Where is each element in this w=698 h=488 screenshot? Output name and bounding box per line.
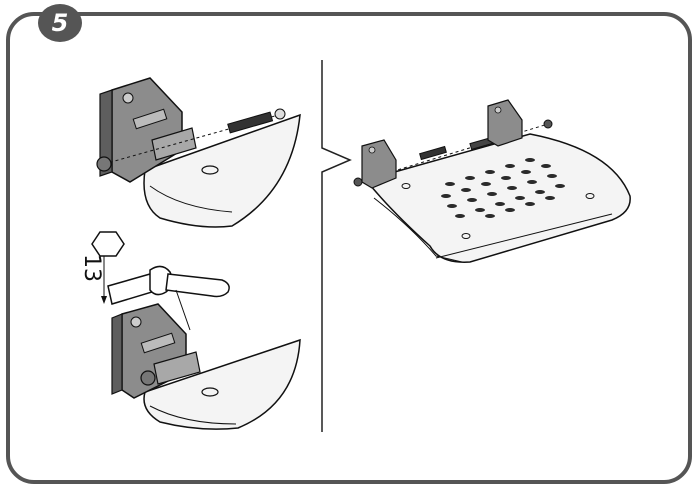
wrench-size-label: 13	[79, 254, 104, 282]
seat-panel	[364, 133, 631, 263]
nut-left	[96, 156, 112, 172]
step-frame	[6, 12, 692, 484]
screw-head	[122, 92, 134, 104]
wrench-handle	[165, 273, 230, 298]
bolt-end-right	[274, 108, 286, 120]
bracket-assembly-top	[96, 77, 301, 228]
bracket-assembly-bottom	[111, 303, 301, 430]
axle-spring-right	[419, 145, 447, 161]
wrench-shaft	[107, 273, 153, 305]
axle-spring	[227, 111, 274, 134]
bracket-right	[487, 99, 523, 147]
wrench-tool	[91, 231, 230, 331]
seat-fragment-top	[143, 113, 301, 228]
seat-assembly-full	[353, 99, 631, 263]
seat-hole	[201, 165, 219, 175]
nut-tightened	[140, 370, 156, 386]
step-number-badge: 5	[38, 4, 82, 42]
drain-holes	[441, 158, 565, 218]
hexagon-icon	[91, 231, 125, 257]
panel-divider	[321, 60, 352, 432]
seat-fragment-bottom	[143, 338, 301, 430]
